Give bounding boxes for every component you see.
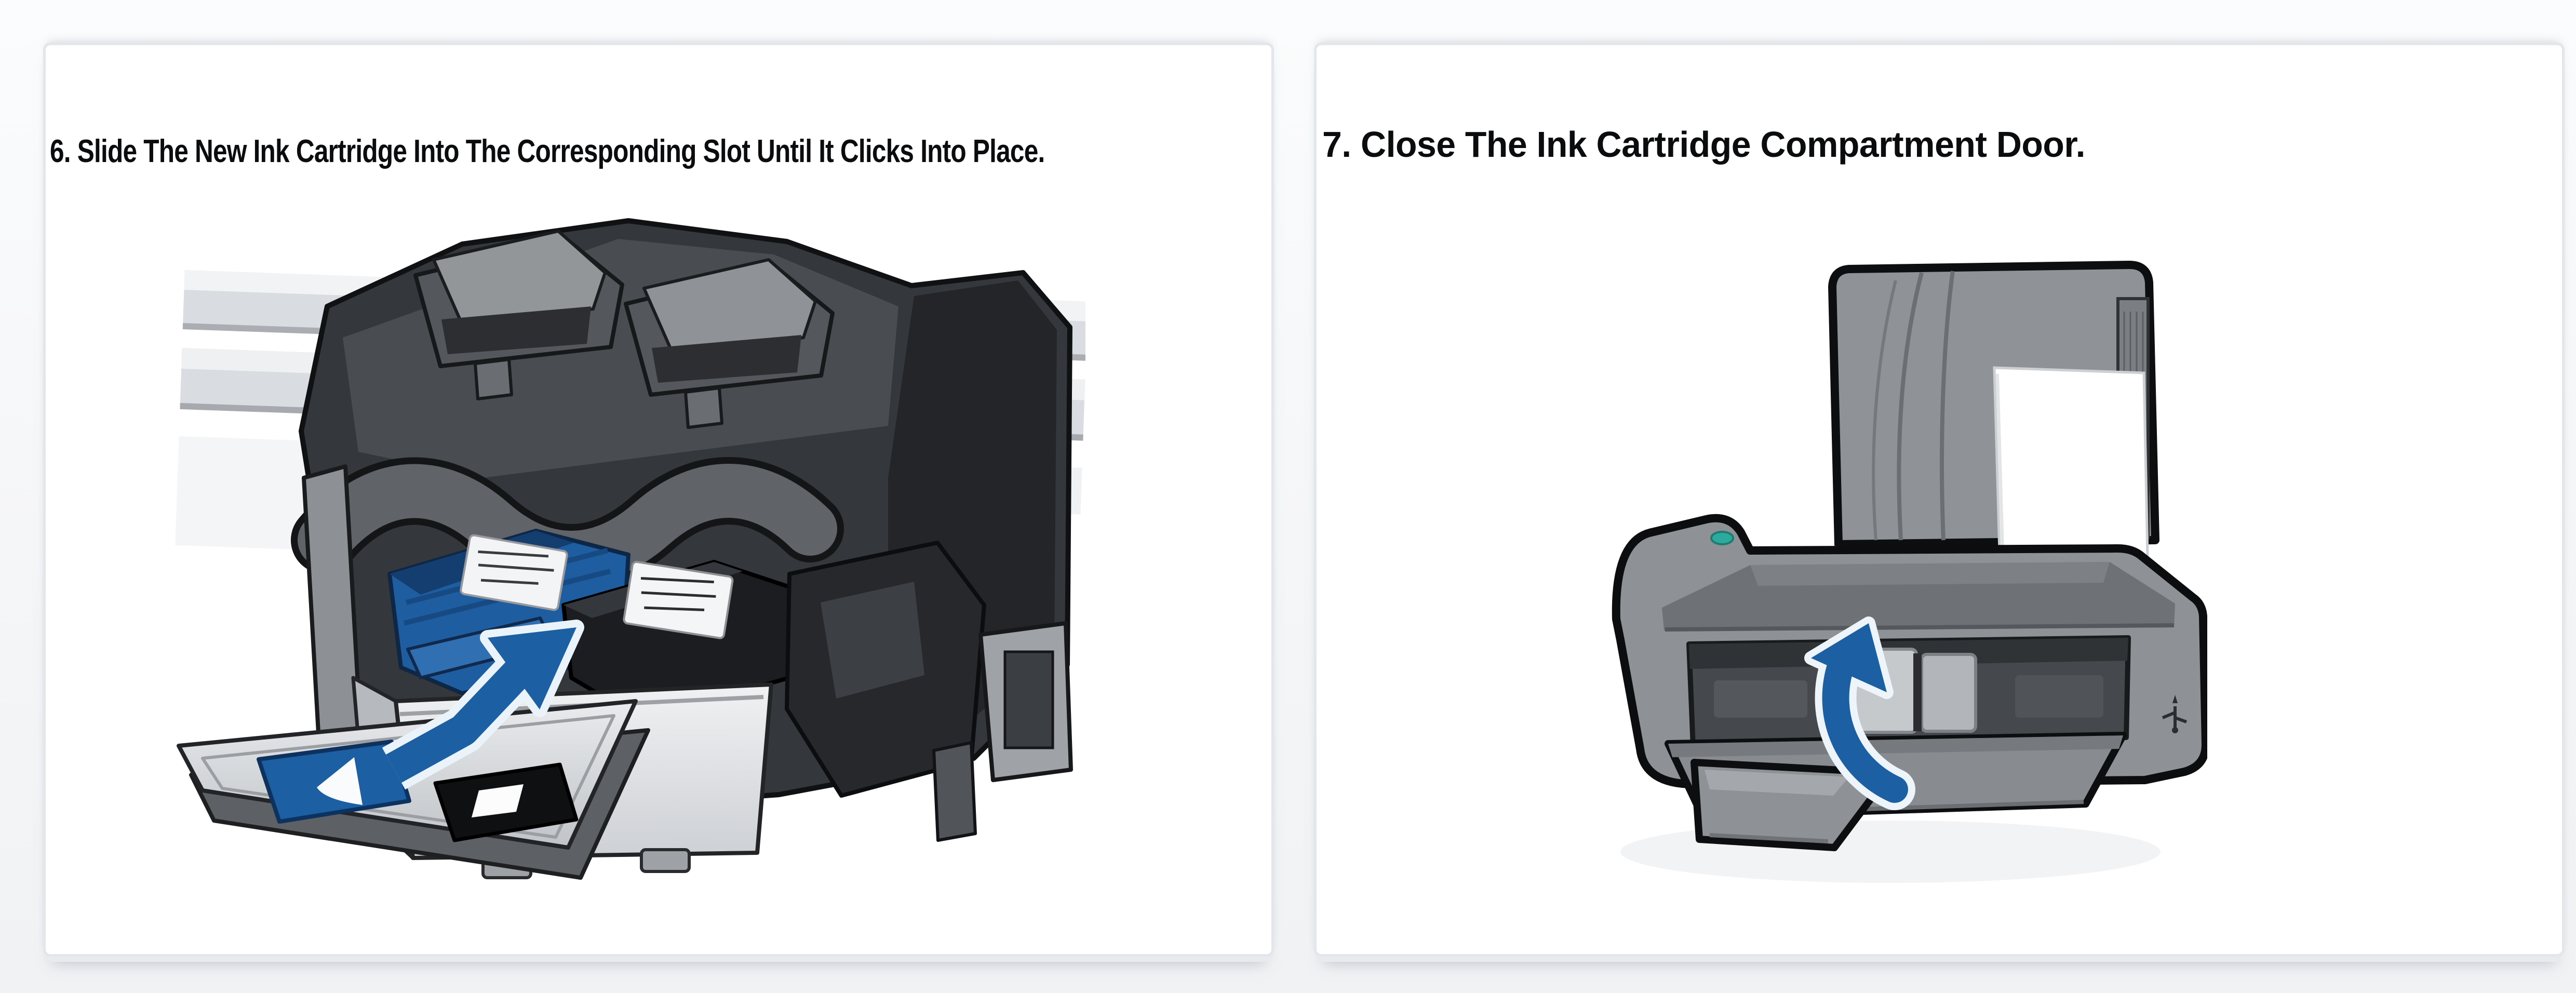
installed-cartridge: [1920, 653, 1977, 733]
usb-icon: [2162, 695, 2188, 733]
carriage-latch-left: [413, 230, 624, 400]
carriage-latch-right: [624, 258, 835, 429]
close-door-arrow-icon: [1804, 616, 1915, 810]
carriage-right-mechanism: [785, 541, 1073, 842]
printer-close-door-illustration: [1612, 261, 2207, 883]
step-7-heading: 7. Close The Ink Cartridge Compartment D…: [1322, 124, 2085, 165]
tricolor-cartridge-label: [460, 534, 568, 611]
printer-body: [1612, 514, 2207, 851]
cartridge-compartment-opening: [1686, 635, 2131, 749]
insert-arrow-icon: [382, 620, 584, 790]
black-cartridge-label: [623, 560, 734, 639]
tricolor-slot-marker: [257, 740, 411, 824]
black-ink-cartridge: [561, 560, 799, 721]
power-button: [1710, 531, 1734, 545]
step-6-heading: 6. Slide The New Ink Cartridge Into The …: [50, 133, 1045, 169]
output-tray-extension: [1691, 759, 1894, 851]
ink-cartridge-carriage-illustration: [175, 218, 1085, 880]
cartridge-slot-tray: [177, 699, 650, 880]
black-slot-marker: [433, 762, 579, 842]
